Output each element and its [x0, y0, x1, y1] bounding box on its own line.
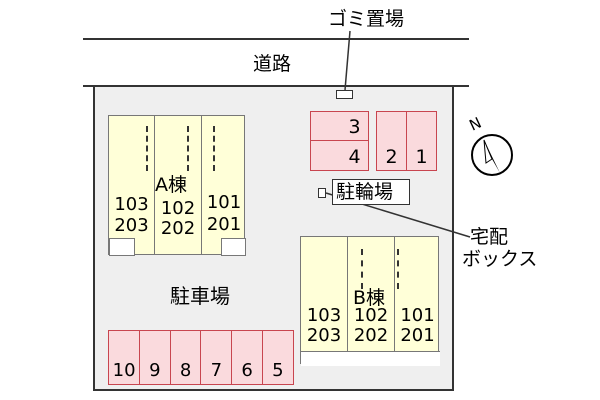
building-a-room-203: 203: [114, 215, 149, 236]
building-a-unit-101: 101 201: [201, 116, 246, 254]
building-b-room-102: 102: [353, 305, 389, 326]
compass-icon: [471, 134, 513, 176]
delivery-box-label-line1: 宅配: [470, 226, 509, 248]
building-b-partition: [361, 249, 363, 289]
parking-space-7: 7: [200, 330, 233, 385]
parking-space-8: 8: [169, 330, 202, 385]
bike-parking-label: 駐輪場: [336, 181, 394, 203]
parking-space-6: 6: [231, 330, 264, 385]
delivery-box: [318, 188, 326, 198]
building-a-room-201: 201: [206, 214, 242, 235]
road-edge-top: [83, 38, 469, 40]
building-a-room-102: 102: [160, 198, 196, 219]
building-b-room-203: 203: [306, 325, 342, 346]
building-a-name: A棟: [155, 174, 187, 196]
road-label: 道路: [253, 53, 292, 75]
delivery-box-label-line2: ボックス: [462, 248, 538, 270]
building-a-room-202: 202: [160, 218, 196, 239]
building-b-unit-103: 103 203: [301, 237, 347, 363]
building-b-partition: [397, 249, 399, 289]
bike-parking-label-box: 駐輪場: [332, 179, 410, 205]
building-a-balcony: [221, 238, 246, 256]
building-a-balcony: [109, 238, 135, 256]
building-b-room-103: 103: [306, 305, 342, 326]
building-a-unit-102: 102 202: [154, 116, 201, 254]
building-a-partition: [187, 126, 189, 171]
parking-space-9: 9: [138, 330, 171, 385]
garbage-area-label: ゴミ置場: [328, 8, 405, 30]
building-b-room-101: 101: [400, 305, 435, 326]
car-parking-row: 10 9 8 7 6 5: [108, 330, 294, 385]
building-a-partition: [146, 126, 148, 171]
building-b-name: B棟: [353, 287, 386, 309]
bike-slot-4: 4: [310, 140, 369, 171]
building-a-room-103: 103: [114, 194, 149, 215]
building-a-unit-103: 103 203: [109, 116, 154, 254]
garbage-box: [336, 90, 353, 99]
building-a-room-101: 101: [206, 192, 242, 213]
bike-slot-2: 2: [376, 111, 407, 171]
car-parking-label: 駐車場: [170, 284, 230, 308]
building-b-room-201: 201: [400, 325, 435, 346]
building-b-unit-102: 102 202: [347, 237, 394, 363]
building-b-balcony-strip: [301, 351, 440, 366]
parking-space-5: 5: [261, 330, 294, 385]
building-b: 103 203 102 202 101 201 B棟: [300, 236, 440, 366]
bike-slot-3: 3: [310, 111, 369, 141]
building-b-unit-101: 101 201: [394, 237, 440, 363]
building-b-room-202: 202: [353, 325, 389, 346]
building-a: 103 203 102 202 101 201 A棟: [108, 115, 246, 256]
building-a-partition: [213, 126, 215, 171]
parking-space-10: 10: [108, 330, 141, 385]
bike-slot-1: 1: [406, 111, 437, 171]
